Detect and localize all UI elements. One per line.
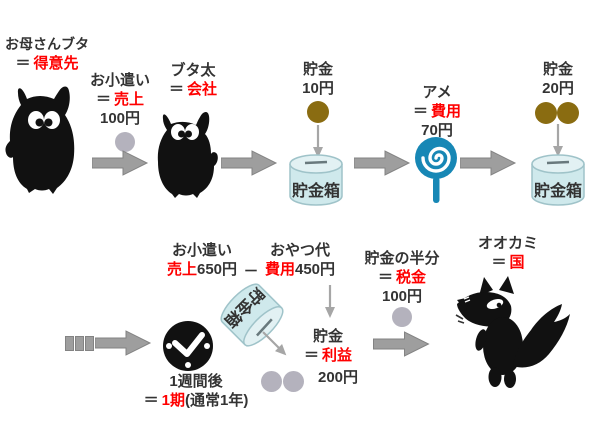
equals-sign: ＝ [303, 347, 319, 364]
right-arrow-icon [373, 331, 430, 357]
snack-amount: 450円 [294, 261, 336, 278]
right-arrow-icon [221, 150, 278, 176]
company-pig-icon [157, 111, 218, 198]
caption-wolf: オオカミ ＝国 [438, 234, 578, 272]
equals-sign: ＝ [15, 55, 31, 72]
coin-icon [261, 371, 282, 392]
mother-pig-term: 得意先 [33, 55, 79, 72]
equals-sign: ＝ [143, 392, 159, 409]
tax-term: 税金 [396, 269, 427, 286]
caption-mother-pig: お母さんブタ ＝得意先 [0, 35, 117, 73]
equals-sign: ＝ [95, 91, 111, 108]
equals-sign: ＝ [491, 254, 507, 271]
candy-term: 費用 [431, 103, 462, 120]
week-label: 1週間後 [169, 373, 223, 390]
wolf-label: オオカミ [477, 235, 538, 252]
savings-amount: 20円 [542, 80, 574, 97]
dash-icon [65, 336, 74, 351]
savings-amount: 10円 [302, 80, 334, 97]
caption-tax: 貯金の半分 ＝税金 100円 [332, 249, 472, 306]
down-arrow-icon [325, 285, 335, 318]
caption-savings-20: 貯金 20円 [488, 60, 600, 98]
savings-label: 貯金 [302, 61, 333, 78]
week-suffix: (通常1年) [185, 392, 249, 409]
down-arrow-icon [553, 124, 563, 157]
dash-icon [85, 336, 94, 351]
right-arrow-icon [92, 150, 149, 176]
equals-sign: ＝ [168, 81, 184, 98]
piggy-bank-cylinder-icon [220, 283, 284, 347]
butata-label: ブタ太 [170, 62, 216, 79]
dash-icon [75, 336, 84, 351]
clock-icon [163, 321, 213, 371]
coin-icon [307, 101, 329, 123]
tax-label: 貯金の半分 [364, 250, 440, 267]
week-term: 1期 [161, 392, 185, 409]
butata-term: 会社 [187, 81, 218, 98]
caption-profit: 貯金 ＝利益 [258, 327, 398, 365]
caption-savings-10: 貯金 10円 [248, 60, 388, 98]
allowance-total-amount: 650円 [196, 261, 238, 278]
snack-label: おやつ代 [269, 242, 330, 259]
candy-amount: 70円 [421, 122, 453, 139]
wolf-term: 国 [509, 254, 525, 271]
minus-operator: － [243, 263, 259, 280]
piggy-bank-tilted-icon: 貯金箱 [212, 275, 293, 356]
coin-icon [392, 307, 412, 327]
coin-icon [283, 371, 304, 392]
allowance-total-term: 売上 [166, 261, 197, 278]
piggy-bank-icon: 貯金箱 [288, 151, 344, 209]
down-arrow-icon [313, 125, 323, 158]
mother-pig-icon [5, 86, 75, 194]
profit-amount: 200円 [318, 369, 359, 386]
coin-icon [115, 132, 135, 152]
equals-sign: ＝ [412, 103, 428, 120]
coin-icon [535, 102, 557, 124]
savings-label: 貯金 [542, 61, 573, 78]
wolf-silhouette-icon [455, 276, 570, 388]
right-arrow-icon [354, 150, 411, 176]
mother-pig-label: お母さんブタ [5, 36, 89, 52]
piggy-bank-cylinder-icon [531, 154, 585, 206]
caption-allowance-total: お小遣い 売上650円 [132, 241, 272, 279]
candy-label: アメ [422, 84, 452, 101]
caption-butata: ブタ太 ＝会社 [123, 61, 263, 99]
coin-icon [557, 102, 579, 124]
equals-sign: ＝ [377, 269, 393, 286]
right-arrow-icon [460, 150, 517, 176]
piggy-bank-label: 貯金箱 [291, 183, 340, 200]
piggy-bank-label: 貯金箱 [533, 183, 582, 200]
snack-term: 費用 [264, 261, 295, 278]
tax-amount: 100円 [381, 288, 423, 305]
allowance-label: お小遣い [89, 72, 150, 89]
profit-label: 貯金 [312, 328, 343, 345]
caption-candy: アメ ＝費用 70円 [367, 83, 507, 140]
profit-term: 利益 [322, 347, 353, 364]
caption-snack: おやつ代 費用450円 [230, 241, 370, 279]
right-arrow-icon [95, 330, 152, 356]
piggy-bank-cylinder-icon [289, 154, 343, 206]
allowance-term: 売上 [114, 91, 145, 108]
allowance-total-label: お小遣い [171, 242, 232, 259]
caption-week: 1週間後 ＝1期(通常1年) [126, 372, 266, 410]
piggy-bank-icon: 貯金箱 [530, 151, 586, 209]
candy-lollipop-icon [415, 137, 457, 203]
diagonal-arrow-icon [259, 328, 292, 361]
caption-allowance: お小遣い ＝売上 100円 [50, 71, 190, 128]
allowance-amount: 100円 [99, 110, 141, 127]
